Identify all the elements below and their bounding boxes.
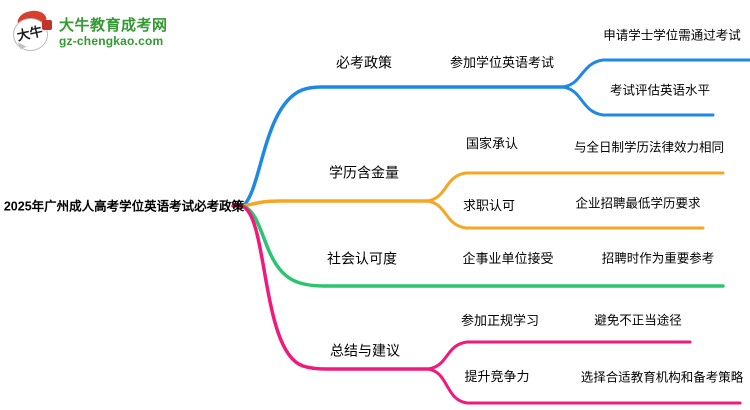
branch-1-child-0-label: 国家承认 [465, 136, 519, 152]
branch-3-label: 总结与建议 [330, 342, 400, 359]
branch-1-child-1-label: 求职认可 [462, 198, 516, 214]
branch-1-child-0-line [425, 171, 725, 203]
branch-1-leaf-1-label: 企业招聘最低学历要求 [575, 196, 701, 211]
branch-1-line [241, 199, 429, 208]
branch-3-line [242, 205, 430, 371]
branch-0-child-0-leaf-1-line [561, 85, 715, 117]
branch-0-leaf-1-label: 考试评估英语水平 [609, 83, 711, 98]
site-name: 大牛教育成考网 [59, 16, 168, 34]
branch-3-leaf-1-label: 选择合适教育机构和备考策略 [580, 370, 744, 385]
logo-mark-text: 大牛 [16, 24, 45, 45]
logo-seal-icon [42, 20, 52, 30]
branch-0-leaf-0-label: 申请学士学位需通过考试 [603, 28, 741, 43]
branch-2-label: 社会认可度 [327, 250, 397, 267]
site-logo[interactable]: 大牛 大牛教育成考网 gz-chengkao.com [12, 8, 168, 56]
branch-2-leaf-0-label: 招聘时作为重要参考 [601, 251, 715, 266]
branch-3-child-0-label: 参加正规学习 [460, 313, 540, 329]
branch-0-line [241, 85, 565, 208]
logo-wordmark: 大牛教育成考网 gz-chengkao.com [59, 17, 168, 49]
branch-1-leaf-0-label: 与全日制学历法律效力相同 [573, 140, 725, 155]
branch-2-child-0-label: 企事业单位接受 [462, 251, 554, 267]
site-url: gz-chengkao.com [59, 34, 164, 49]
branch-1-child-1-line [425, 199, 705, 230]
branch-0-label: 必考政策 [336, 54, 392, 71]
branch-0-child-0-label: 参加学位英语考试 [449, 55, 555, 71]
branch-2-line [241, 204, 725, 288]
mindmap-root-title: 2025年广州成人高考学位英语考试必考政策 [3, 199, 245, 214]
branch-3-child-0-line [426, 340, 692, 371]
branch-1-label: 学历含金量 [329, 164, 399, 181]
branch-3-child-1-line [426, 367, 742, 405]
branch-3-child-1-label: 提升竞争力 [464, 369, 530, 385]
branch-3-leaf-0-label: 避免不正当途径 [594, 313, 682, 328]
branch-0-child-0-leaf-0-line [561, 58, 750, 89]
daniu-logo-icon: 大牛 [12, 8, 52, 56]
